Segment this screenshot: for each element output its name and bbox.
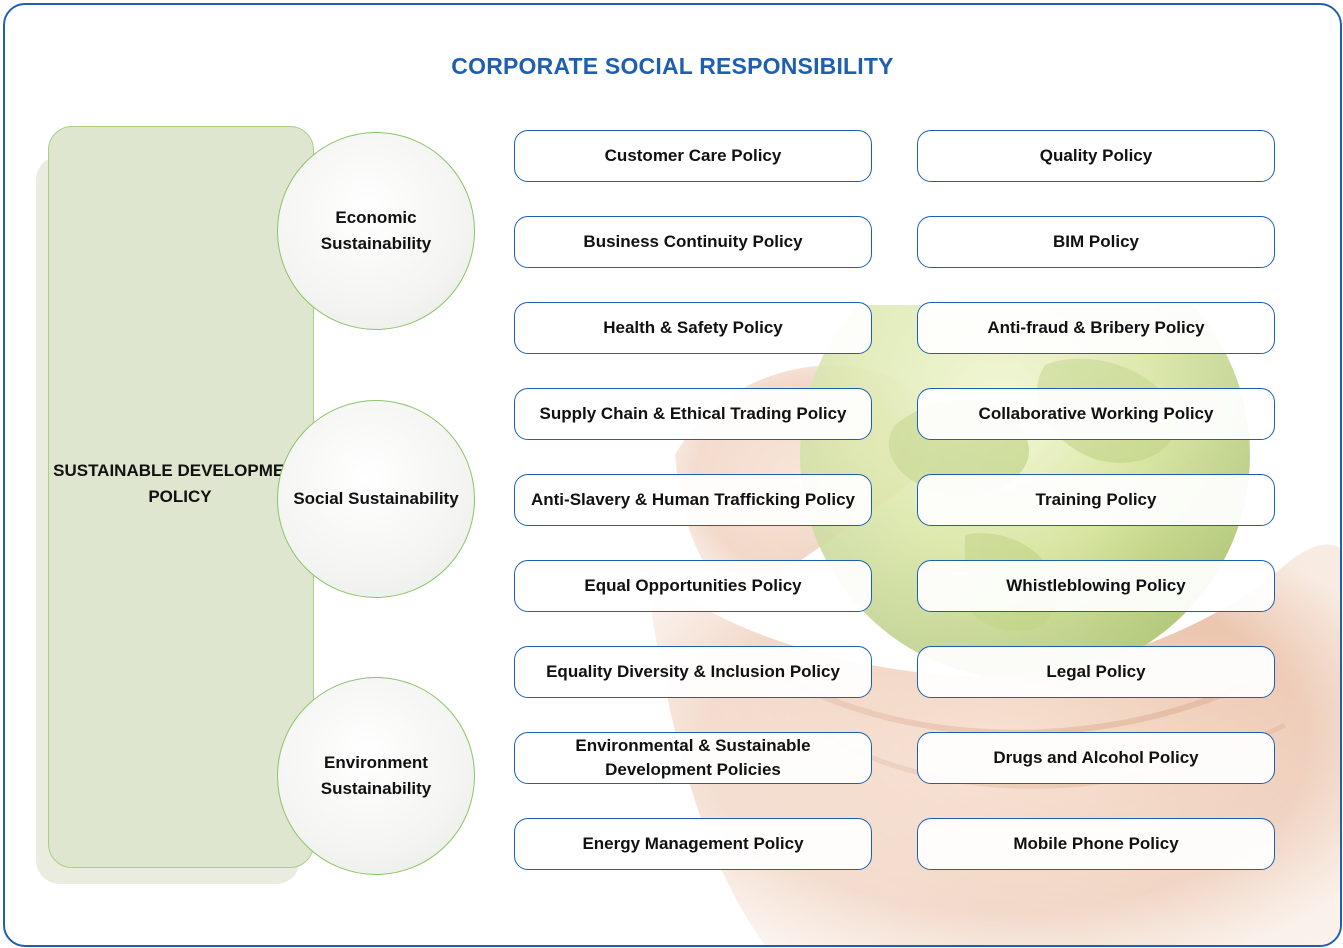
policy-box: Anti-Slavery & Human Trafficking Policy xyxy=(514,474,872,526)
diagram-title: CORPORATE SOCIAL RESPONSIBILITY xyxy=(451,53,894,79)
panel-label: SUSTAINABLE DEVELOPMENT POLICY xyxy=(53,461,307,506)
sustainable-development-panel xyxy=(48,126,314,868)
policy-box: Customer Care Policy xyxy=(514,130,872,182)
policy-box: Business Continuity Policy xyxy=(514,216,872,268)
policy-box: Mobile Phone Policy xyxy=(917,818,1275,870)
policy-box: Environmental & Sustainable Development … xyxy=(514,732,872,784)
policy-box: Whistleblowing Policy xyxy=(917,560,1275,612)
policy-box: Collaborative Working Policy xyxy=(917,388,1275,440)
policy-box: Health & Safety Policy xyxy=(514,302,872,354)
pillar-label: Economic Sustainability xyxy=(320,208,432,253)
policy-box: Supply Chain & Ethical Trading Policy xyxy=(514,388,872,440)
pillar-label: Social Sustainability xyxy=(293,489,459,508)
policy-box: Drugs and Alcohol Policy xyxy=(917,732,1275,784)
policy-box: Training Policy xyxy=(917,474,1275,526)
policy-box: Equal Opportunities Policy xyxy=(514,560,872,612)
pillar-social: Social Sustainability xyxy=(277,400,475,598)
policy-box: Quality Policy xyxy=(917,130,1275,182)
policy-box: Legal Policy xyxy=(917,646,1275,698)
policy-box: Energy Management Policy xyxy=(514,818,872,870)
pillar-label: Environment Sustainability xyxy=(320,753,432,798)
pillar-environment: Environment Sustainability xyxy=(277,677,475,875)
policy-box: BIM Policy xyxy=(917,216,1275,268)
policy-box: Anti-fraud & Bribery Policy xyxy=(917,302,1275,354)
pillar-economic: Economic Sustainability xyxy=(277,132,475,330)
policy-box: Equality Diversity & Inclusion Policy xyxy=(514,646,872,698)
